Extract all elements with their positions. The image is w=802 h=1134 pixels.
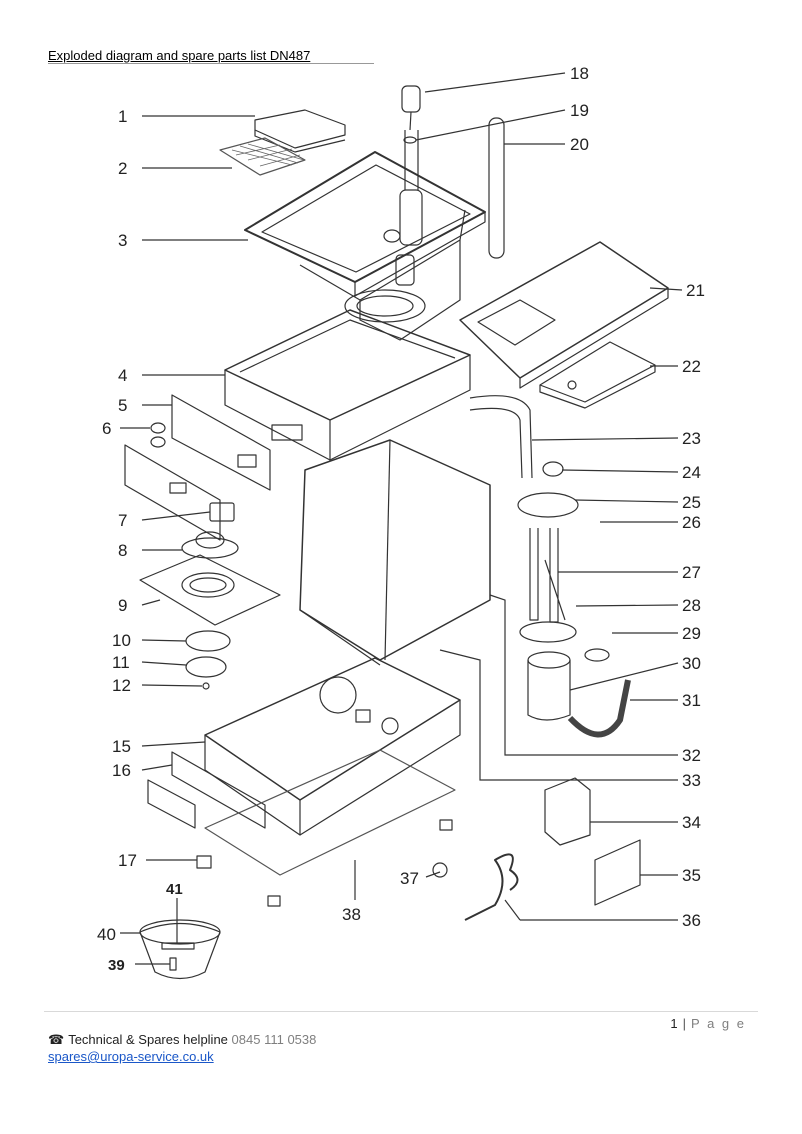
callout-15: 15	[112, 737, 131, 756]
part-19-o-ring	[403, 136, 417, 144]
title-underline-rule	[48, 63, 374, 64]
part-18-valve	[401, 85, 421, 113]
part-28-seal	[519, 621, 577, 643]
callout-36: 36	[682, 911, 701, 930]
callout-24: 24	[682, 463, 701, 482]
part-38-base-plate	[204, 749, 456, 876]
part-30-boiler	[527, 660, 571, 721]
part-15-base	[204, 657, 461, 801]
part-17-foot	[196, 855, 212, 869]
part-21-top-cover	[459, 241, 669, 379]
part-2-mesh	[219, 137, 306, 176]
callout-38: 38	[342, 905, 361, 924]
part-8-funnel	[181, 537, 239, 559]
page-separator: |	[682, 1016, 688, 1031]
callout-1: 1	[118, 107, 127, 126]
telephone-icon: ☎	[48, 1032, 65, 1047]
callout-28: 28	[682, 596, 701, 615]
helpline: ☎Technical & Spares helpline 0845 111 05…	[48, 1032, 316, 1048]
callout-8: 8	[118, 541, 127, 560]
part-22-drip-tray	[539, 341, 656, 403]
callout-21: 21	[686, 281, 705, 300]
callout-22: 22	[682, 357, 701, 376]
callout-5: 5	[118, 396, 127, 415]
part-10-ring	[185, 630, 231, 652]
callout-7: 7	[118, 511, 127, 530]
part-29-clip	[584, 648, 610, 662]
callout-25: 25	[682, 493, 701, 512]
callout-6: 6	[102, 419, 111, 438]
callout-41: 41	[166, 881, 183, 898]
page-word: P a g e	[691, 1016, 746, 1031]
helpline-label: Technical & Spares helpline	[68, 1032, 228, 1047]
page-number-value: 1	[670, 1016, 679, 1031]
callout-10: 10	[112, 631, 131, 650]
part-6-buttons	[150, 422, 166, 434]
part-25-boiler-lid	[517, 492, 579, 518]
part-40-filter-basket	[139, 922, 221, 980]
callout-23: 23	[682, 429, 701, 448]
document-title: Exploded diagram and spare parts list DN…	[48, 48, 311, 63]
part-27-heating-element	[529, 528, 566, 623]
part-7-switch	[209, 502, 235, 522]
callout-35: 35	[682, 866, 701, 885]
part-37-cable-clamp	[432, 862, 448, 878]
part-5-front-panel	[171, 394, 271, 491]
helpline-number: 0845 111 0538	[231, 1032, 317, 1047]
callout-34: 34	[682, 813, 701, 832]
part-24-thermostat	[542, 461, 564, 477]
part-11-disc	[185, 656, 227, 678]
part-23-hose	[469, 395, 533, 479]
callout-2: 2	[118, 159, 127, 178]
callout-32: 32	[682, 746, 701, 765]
part-12-screw	[202, 682, 210, 690]
callout-19: 19	[570, 101, 589, 120]
part-39-insert	[169, 957, 177, 971]
callout-9: 9	[118, 596, 127, 615]
callout-12: 12	[112, 676, 131, 695]
callout-31: 31	[682, 691, 701, 710]
part-41-label	[161, 942, 195, 950]
callout-39: 39	[108, 957, 125, 974]
callout-30: 30	[682, 654, 701, 673]
part-36-power-cable	[464, 853, 519, 921]
exploded-diagram: 1 2 3 4 5 6 7 8 9 10 11 12 15 16 17 18 1…	[97, 64, 705, 980]
part-16-strip	[171, 751, 266, 829]
callout-16: 16	[112, 761, 131, 780]
callout-3: 3	[118, 231, 127, 250]
part-4-frame	[224, 309, 471, 421]
callout-4: 4	[118, 366, 127, 385]
footer-rule	[44, 1011, 758, 1012]
part-31-hose	[567, 679, 631, 738]
page-number: 1|P a g e	[670, 1016, 746, 1031]
callout-37: 37	[400, 869, 419, 888]
callout-33: 33	[682, 771, 701, 790]
callout-18: 18	[570, 64, 589, 83]
part-20-tube	[488, 117, 505, 259]
part-1-lid-pad	[254, 109, 346, 149]
callout-26: 26	[682, 513, 701, 532]
callout-17: 17	[118, 851, 137, 870]
callout-11: 11	[112, 653, 130, 672]
part-35-bracket	[594, 839, 641, 906]
callout-27: 27	[682, 563, 701, 582]
part-9-gasket-plate	[139, 554, 281, 626]
callout-20: 20	[570, 135, 589, 154]
part-34-transformer	[544, 777, 591, 846]
callout-40: 40	[97, 925, 116, 944]
email-link[interactable]: spares@uropa-service.co.uk	[48, 1049, 214, 1064]
callout-29: 29	[682, 624, 701, 643]
part-32-housing	[299, 439, 491, 661]
